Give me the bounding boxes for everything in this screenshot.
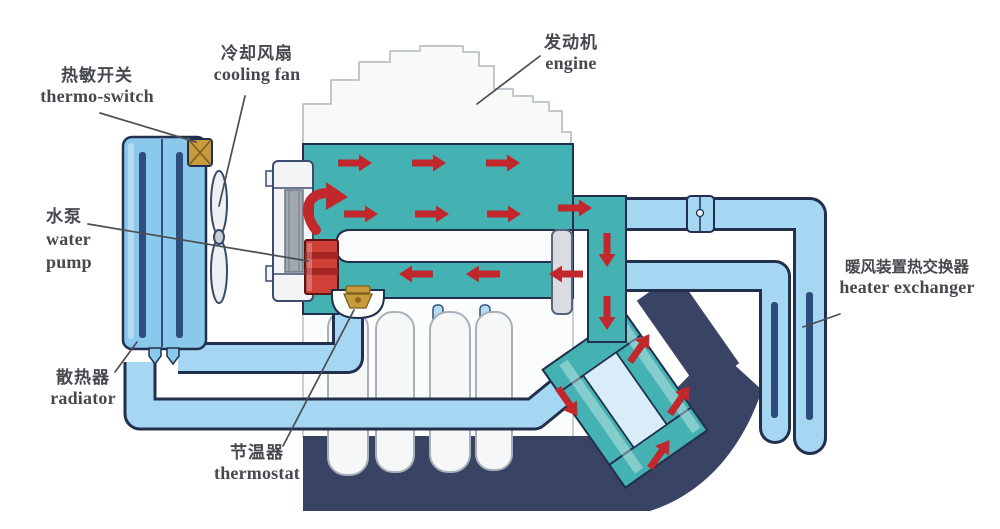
label-thermostat-en: thermostat [214, 463, 300, 484]
cooling-fan-shape [210, 170, 228, 304]
exhaust-manifold [636, 273, 740, 391]
label-thermo-switch: 热敏开关 thermo-switch [17, 66, 177, 107]
label-cooling-fan: 冷却风扇 cooling fan [177, 44, 337, 85]
pump-swirl-arrow [303, 182, 348, 235]
label-engine-zh: 发动机 [544, 33, 598, 52]
thermo-switch-shape [187, 138, 213, 167]
heater-core-slot [806, 292, 813, 420]
label-water-pump: 水泵 water pump [46, 206, 136, 274]
leader-cooling-fan [218, 95, 246, 207]
label-heater-exchanger-en: heater exchanger [839, 277, 975, 298]
heater-core-slot [771, 302, 778, 418]
label-thermostat-zh: 节温器 [230, 443, 284, 462]
leader-heater-exchanger [802, 313, 841, 328]
label-engine: 发动机 engine [491, 33, 651, 74]
block-web [334, 229, 574, 263]
label-engine-en: engine [545, 53, 597, 74]
water-pump-shape [304, 239, 339, 295]
label-water-pump-zh: 水泵 [46, 207, 82, 226]
leader-radiator [114, 341, 138, 373]
label-radiator: 散热器 radiator [3, 368, 163, 409]
label-heater-exchanger: 暖风装置热交换器 heater exchanger [822, 259, 992, 299]
label-heater-exchanger-zh: 暖风装置热交换器 [844, 259, 969, 276]
engine-dome [302, 45, 572, 147]
label-water-pump-en1: water [46, 228, 91, 249]
leader-thermo-switch [99, 112, 197, 143]
thermostat-pipe [178, 300, 364, 374]
label-radiator-zh: 散热器 [56, 368, 110, 387]
label-cooling-fan-zh: 冷却风扇 [221, 44, 293, 63]
leader-thermostat [282, 309, 355, 447]
label-thermo-switch-zh: 热敏开关 [61, 66, 133, 85]
label-thermo-switch-en: thermo-switch [40, 86, 154, 107]
thermostat-shape [331, 285, 385, 320]
pulley-belt [265, 160, 314, 302]
leader-water-pump [87, 223, 309, 262]
label-radiator-en: radiator [50, 388, 116, 409]
radiator-shape [121, 135, 208, 366]
label-water-pump-en2: pump [46, 251, 92, 272]
label-cooling-fan-en: cooling fan [213, 64, 301, 85]
hose-coupling [686, 195, 715, 233]
label-thermostat: 节温器 thermostat [177, 443, 337, 484]
leader-engine [476, 55, 541, 105]
jacket-outlet-pipe [572, 195, 627, 343]
